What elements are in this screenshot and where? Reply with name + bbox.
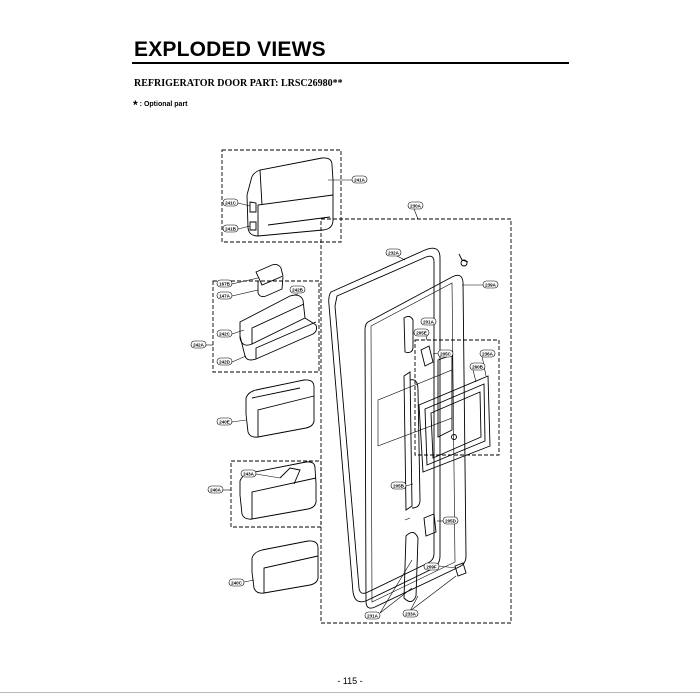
callout-241a: 241A: [351, 175, 368, 184]
bottom-rule: [0, 692, 700, 693]
callout-239a: 239A: [482, 280, 499, 289]
svg-text:240C: 240C: [231, 580, 243, 585]
svg-text:241B: 241B: [225, 226, 237, 231]
callout-240e: 240E: [216, 417, 233, 426]
svg-text:230A: 230A: [410, 203, 422, 208]
basket-240a: [239, 461, 317, 520]
page-title: EXPLODED VIEWS: [134, 38, 326, 61]
callout-240a: 240A: [207, 485, 224, 494]
svg-text:241C: 241C: [225, 200, 237, 205]
page-number: - 115 -: [337, 676, 363, 686]
callout-209f: 209F: [423, 562, 440, 571]
svg-text:209F: 209F: [426, 564, 437, 569]
callout-232a: 232A: [385, 248, 402, 257]
svg-text:236A: 236A: [482, 351, 494, 356]
svg-text:243A: 243A: [243, 471, 255, 476]
callout-205e: 205E: [413, 328, 430, 337]
svg-text:240E: 240E: [219, 419, 230, 424]
callout-236a: 236A: [479, 349, 496, 358]
svg-text:231A: 231A: [367, 613, 379, 618]
callout-241b: 241B: [222, 224, 239, 233]
callout-242d: 242D: [216, 357, 233, 366]
small-parts: [420, 253, 469, 577]
svg-text:260B: 260B: [472, 364, 484, 369]
callout-242a: 242A: [190, 340, 207, 349]
basket-241a: [246, 157, 334, 237]
callout-233a: 233A: [402, 609, 419, 618]
svg-text:205B: 205B: [393, 483, 405, 488]
svg-text:205E: 205E: [416, 330, 427, 335]
callout-205c: 205C: [437, 349, 454, 358]
callout-230a: 230A: [407, 201, 424, 210]
callout-205b: 205B: [390, 481, 407, 490]
callout-260b: 260B: [469, 362, 486, 371]
svg-text:233A: 233A: [405, 611, 417, 616]
optional-note-text: : Optional part: [139, 101, 188, 108]
callout-242c: 242C: [216, 329, 233, 338]
dispenser-frame: [418, 375, 491, 473]
svg-text:205C: 205C: [440, 351, 452, 356]
page-subtitle: REFRIGERATOR DOOR PART: LRSC26980**: [134, 78, 343, 89]
svg-text:241A: 241A: [354, 177, 366, 182]
svg-text:242D: 242D: [219, 359, 231, 364]
callout-205d: 205D: [442, 516, 459, 525]
door-trims: [403, 315, 421, 602]
leader-lines: [206, 179, 487, 614]
callout-241c: 241C: [222, 198, 239, 207]
optional-part-note: *: Optional part: [133, 98, 188, 112]
svg-text:205D: 205D: [445, 518, 457, 523]
bin-242a: [239, 294, 318, 361]
group-box-240a: [230, 460, 322, 528]
callout-243a: 243A: [240, 469, 257, 478]
group-boxes: [212, 149, 512, 624]
svg-text:242C: 242C: [219, 331, 231, 336]
door-liner: [364, 274, 467, 609]
basket-240c: [251, 540, 319, 594]
group-box-door: [320, 218, 512, 624]
basket-240e: [245, 379, 315, 438]
callout-231a: 231A: [364, 611, 381, 620]
svg-text:240A: 240A: [210, 487, 222, 492]
svg-text:239A: 239A: [485, 282, 497, 287]
callout-201a: 201A: [420, 317, 437, 326]
group-box-top-basket: [221, 149, 342, 243]
svg-text:242B: 242B: [292, 287, 304, 292]
svg-text:232A: 232A: [388, 250, 400, 255]
optional-marker: *: [133, 98, 138, 112]
callout-167b: 167B: [216, 279, 233, 288]
callout-147a: 147A: [216, 291, 233, 300]
ice-tray-parts: [255, 263, 284, 298]
gasket-232a: [328, 247, 441, 603]
svg-text:242A: 242A: [193, 342, 205, 347]
title-rule: [132, 62, 569, 64]
svg-text:147A: 147A: [219, 293, 231, 298]
callout-240c: 240C: [228, 578, 245, 587]
group-box-dispenser: [414, 339, 500, 456]
group-box-242a: [212, 280, 320, 373]
svg-text:167B: 167B: [219, 281, 231, 286]
callout-242b: 242B: [289, 285, 306, 294]
svg-text:201A: 201A: [423, 319, 435, 324]
